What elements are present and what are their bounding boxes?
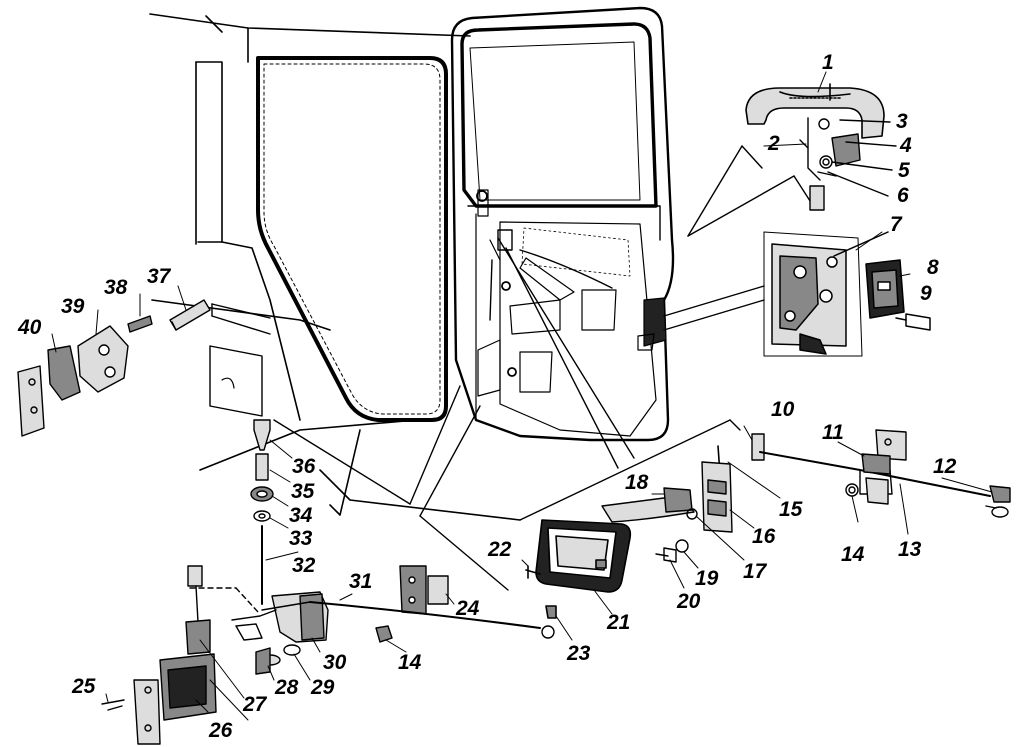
- callout-24: 24: [456, 597, 480, 620]
- callout-7: 7: [890, 213, 902, 236]
- callout-14-lower: 14: [398, 651, 422, 674]
- callout-35: 35: [291, 480, 315, 503]
- callout-22: 22: [488, 538, 512, 561]
- callout-5: 5: [898, 159, 910, 182]
- callout-20: 20: [677, 590, 701, 613]
- callout-18: 18: [625, 471, 649, 494]
- callout-38: 38: [104, 276, 128, 299]
- parts-21-23-bezel: [525, 519, 632, 619]
- part-1-handle: [745, 83, 885, 139]
- vehicle-body: [149, 13, 521, 521]
- callout-9: 9: [920, 282, 932, 305]
- callout-12: 12: [933, 455, 957, 478]
- callout-14: 14: [841, 543, 865, 566]
- callout-3: 3: [896, 110, 908, 133]
- parts-15-20-inner-latch: [601, 445, 733, 563]
- callout-39: 39: [61, 295, 85, 318]
- callout-1: 1: [822, 51, 834, 74]
- callout-17: 17: [743, 560, 767, 583]
- callout-34: 34: [289, 504, 313, 527]
- parts-7-9-lock: [763, 231, 931, 357]
- callout-33: 33: [289, 527, 313, 550]
- parts-24-30-31-lower-lock: [231, 565, 555, 643]
- callout-30: 30: [323, 651, 347, 674]
- callout-4: 4: [900, 134, 912, 157]
- callout-19: 19: [695, 567, 719, 590]
- callout-29: 29: [311, 676, 335, 699]
- callout-25: 25: [72, 675, 96, 698]
- callout-16: 16: [752, 525, 776, 548]
- parts-37-40-striker: [17, 299, 211, 437]
- door-assembly: [450, 6, 675, 442]
- callout-2: 2: [768, 132, 780, 155]
- callout-32: 32: [292, 554, 316, 577]
- parts-32-36-knob: [250, 419, 274, 605]
- callout-15: 15: [779, 498, 803, 521]
- callout-27: 27: [243, 693, 267, 716]
- callout-36: 36: [292, 455, 316, 478]
- parts-10-14-rod: [751, 429, 1011, 518]
- callout-leaders: [51, 71, 993, 721]
- callout-26: 26: [209, 719, 233, 742]
- callout-37: 37: [147, 265, 171, 288]
- callout-10: 10: [771, 398, 795, 421]
- callout-8: 8: [927, 256, 939, 279]
- callout-40: 40: [18, 316, 42, 339]
- callout-31: 31: [349, 570, 373, 593]
- callout-6: 6: [897, 184, 909, 207]
- callout-28: 28: [275, 676, 299, 699]
- leader-lines: [189, 145, 813, 613]
- parts-25-29-bracket: [101, 565, 301, 745]
- callout-21: 21: [607, 611, 631, 634]
- parts-2-6-latch: [799, 117, 897, 211]
- callout-11: 11: [822, 421, 844, 444]
- callout-23: 23: [567, 642, 591, 665]
- callout-13: 13: [898, 538, 922, 561]
